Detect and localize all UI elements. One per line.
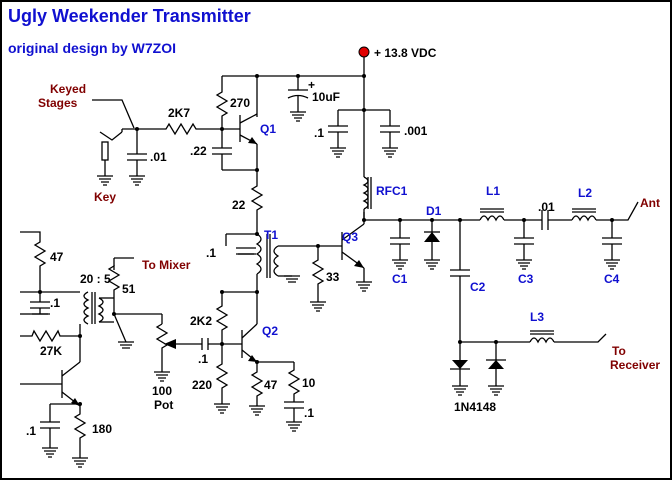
value-01-bypass: .1 [314,126,325,140]
value-0001: .001 [404,124,428,138]
resistor-270 [215,90,229,129]
net-label-stages: Stages [38,96,78,110]
value-2k7: 2K7 [168,106,191,120]
refdes-c3: C3 [518,272,534,286]
refdes-c1: C1 [392,272,408,286]
refdes-d1: D1 [426,204,442,218]
value-27k: 27K [40,344,63,358]
value-10uf: 10uF [312,90,341,104]
net-label-key: Key [94,190,117,204]
ground-symbols [32,111,620,468]
value-01-left: .1 [50,296,61,310]
net-label-keyed: Keyed [50,82,87,96]
value-01-filter: .01 [538,200,555,214]
value-22: 22 [232,198,246,212]
capacitor-10uf [287,89,309,112]
value-100: 100 [152,384,173,398]
value-pot: Pot [154,398,174,412]
value-022: .22 [190,144,207,158]
value-270: 270 [230,96,251,110]
page-title: Ugly Weekender Transmitter [8,6,251,26]
resistor-33 [311,246,325,302]
refdes-c4: C4 [604,272,620,286]
transformer-t1 [225,233,342,292]
value-47-q2: 47 [264,378,278,392]
value-2k2: 2K2 [190,314,213,328]
value-10: 10 [302,376,316,390]
value-01-key: .01 [150,150,167,164]
value-01-t1: .1 [206,246,217,260]
resistor-22 [250,170,264,234]
refdes-l1: L1 [486,184,501,198]
output-low-pass-filter [364,201,639,230]
value-51: 51 [122,282,136,296]
net-label-to: To [612,344,626,358]
net-label-receiver: Receiver [610,358,661,372]
key-input-network [92,99,222,176]
crystal-oscillator-network [20,231,163,458]
value-plus: + [308,78,316,92]
net-label-to-mixer: To Mixer [142,258,191,272]
filled-symbol-parts [38,74,614,406]
choke-rfc1 [362,176,372,220]
refdes-t1: T1 [264,228,279,242]
potentiometer-100 [155,323,202,372]
refdes-q3: Q3 [342,230,359,244]
capacitor-022 [212,129,257,171]
refdes-l2: L2 [578,186,593,200]
value-33: 33 [326,270,340,284]
value-180: 180 [92,422,113,436]
refdes-rfc1: RFC1 [376,184,408,198]
value-01-q2: .1 [198,352,209,366]
value-diodes: 1N4148 [454,400,497,414]
capacitor-bypass-pair [328,125,400,148]
value-47-top: 47 [50,250,64,264]
transistor-q2 [201,291,304,422]
value-01-r10: .1 [304,406,315,420]
value-220: 220 [192,378,213,392]
transistor-q3 [341,212,365,282]
supply-rail [221,52,391,177]
supply-dot [358,46,370,58]
page-subtitle: original design by W7ZOI [8,40,177,56]
supply-label: + 13.8 VDC [374,46,437,60]
refdes-c2: C2 [470,280,486,294]
receiver-tr-network [450,220,607,386]
value-01-bottom: .1 [26,424,37,438]
shunt-elements [390,220,622,260]
refdes-q2: Q2 [262,324,279,338]
value-ratio: 20 : 5 [80,272,111,286]
refdes-l3: L3 [530,310,545,324]
refdes-q1: Q1 [260,122,277,136]
net-label-ant: Ant [640,196,660,210]
